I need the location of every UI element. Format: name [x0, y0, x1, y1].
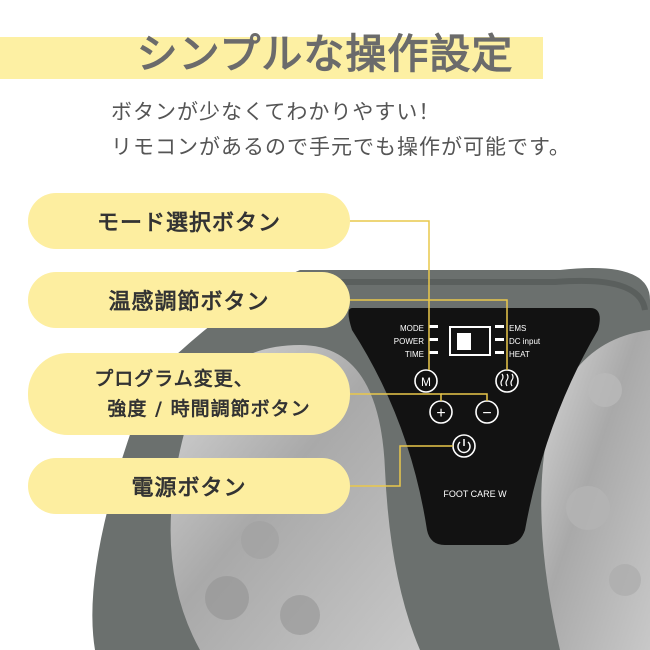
callout-program-line-1: プログラム変更、: [94, 368, 254, 390]
led-indicator: [495, 325, 504, 328]
massage-node: [205, 576, 249, 620]
minus-glyph: −: [482, 405, 491, 422]
brand-label: FOOT CARE W: [443, 489, 507, 499]
device-rim: [305, 277, 648, 311]
leader-lines: [350, 220, 508, 487]
callout-program-button: プログラム変更、 強度 / 時間調節ボタン: [28, 353, 350, 435]
lcd-display: [449, 326, 491, 356]
leader-heat: [350, 299, 508, 370]
led-indicator: [429, 351, 438, 354]
led-indicator: [429, 325, 438, 328]
panel-label-time: TIME: [405, 350, 424, 359]
power-icon: [457, 439, 471, 454]
callout-program-line-2: 強度 / 時間調節ボタン: [107, 398, 311, 420]
lcd-digit: [457, 333, 471, 350]
massage-node: [280, 595, 320, 635]
leader-power: [350, 445, 453, 487]
panel-label-ems: EMS: [509, 324, 526, 333]
callout-temperature-button: 温感調節ボタン: [28, 272, 350, 328]
massage-node: [566, 486, 610, 530]
callout-power-button: 電源ボタン: [28, 458, 350, 514]
subtitle-line-2: リモコンがあるので手元でも操作が可能です。: [111, 135, 571, 159]
plus-glyph: +: [436, 405, 445, 422]
led-indicator: [495, 338, 504, 341]
led-indicator: [495, 351, 504, 354]
leader-mode: [350, 220, 430, 370]
control-panel: [348, 308, 600, 545]
massage-node: [609, 564, 641, 596]
title-highlight: [0, 37, 543, 79]
heat-waves-icon: [500, 373, 514, 387]
panel-label-dc-input: DC input: [509, 337, 541, 346]
callout-mode-button: モード選択ボタン: [28, 193, 350, 249]
panel-label-mode: MODE: [400, 324, 424, 333]
leader-program-minus: [441, 393, 488, 401]
page-title: シンプルな操作設定: [136, 30, 514, 78]
mode-button-glyph: M: [421, 375, 431, 389]
panel-label-power: POWER: [394, 337, 424, 346]
mode-button[interactable]: M: [414, 369, 438, 393]
massage-node: [588, 373, 622, 407]
subtitle-line-1: ボタンが少なくてわかりやすい！: [111, 100, 441, 124]
panel-label-heat: HEAT: [509, 350, 530, 359]
massage-node: [241, 521, 279, 559]
led-indicator: [429, 338, 438, 341]
